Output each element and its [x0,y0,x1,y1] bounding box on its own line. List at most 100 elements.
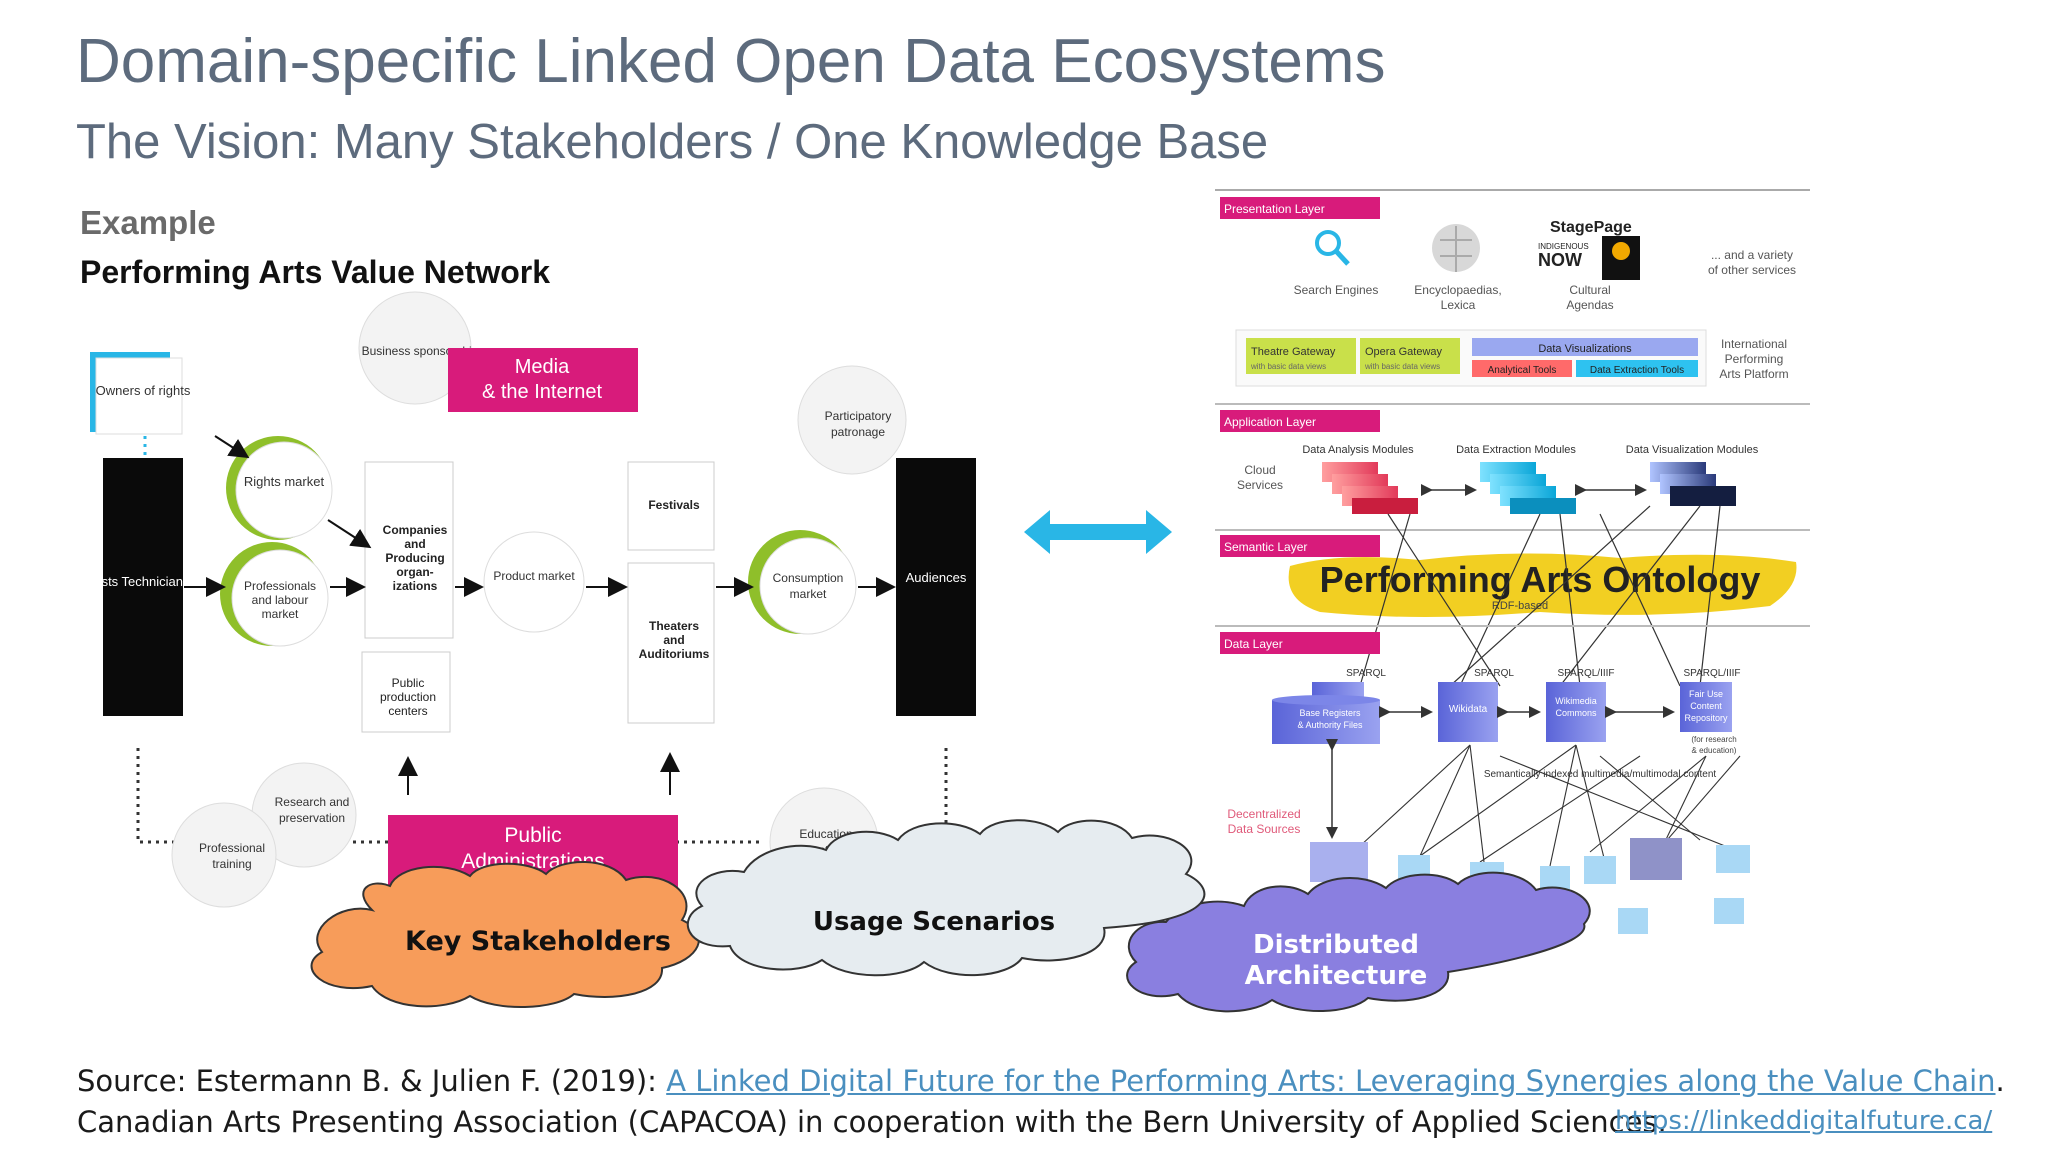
key-stakeholders-cloud[interactable]: Key Stakeholders [310,860,700,1009]
encyclopaedias-label-1: Encyclopaedias, [1414,283,1501,297]
consumption-label-2: market [790,587,827,601]
sparql-iiif-1: SPARQL/IIIF [1557,668,1614,679]
owners-label: Owners of rights [96,383,191,398]
training-label-2: training [212,857,251,871]
visualization-modules-label: Data Visualization Modules [1626,444,1759,456]
rights-label: Rights market [244,474,325,489]
opera-gateway-box[interactable] [1360,338,1460,374]
example-name: Performing Arts Value Network [80,254,551,290]
source-link[interactable]: A Linked Digital Future for the Performi… [666,1064,1996,1098]
professionals-label-1: Professionals [244,579,316,593]
decentral-label-2: Data Sources [1228,822,1301,836]
indexed-label: Semantically indexed multimedia/multimod… [1484,769,1717,780]
artists-bar [103,458,183,716]
fairuse-label-2: Content [1690,701,1722,711]
audiences-label: Audiences [906,570,967,585]
festivals-box [627,461,715,551]
professionals-label-2: and labour [252,593,309,607]
participatory-circle [797,365,907,475]
indigenous-logo: INDIGENOUS [1538,242,1589,251]
sparql-iiif-2: SPARQL/IIIF [1683,668,1740,679]
key-stakeholders-label: Key Stakeholders [405,926,671,957]
rdf-label: RDF-based [1492,600,1548,612]
cultural-label-2: Agendas [1566,298,1613,312]
sparql-2: SPARQL [1474,668,1514,679]
product-circle [483,531,585,633]
source-prefix: Source: Estermann B. & Julien F. (2019): [77,1064,667,1098]
distributed-label-2: Architecture [1245,961,1428,991]
visualization-module-stack [1650,462,1736,506]
data-extraction-tools-box[interactable] [1576,360,1698,377]
public-prod-label-3: centers [388,704,427,718]
festivals-label: Festivals [648,498,700,512]
url-link[interactable]: https://linkeddigitalfuture.ca/ [1615,1106,1993,1136]
companies-label-1: Companies [383,523,448,537]
double-arrow-shape [1024,510,1172,554]
cloud-services-label-2: Services [1237,478,1283,492]
ontology-connectors [1359,505,1721,687]
application-label: Application Layer [1224,415,1316,429]
media-box [448,348,638,412]
opera-gateway-sub: with basic data views [1364,362,1440,371]
participatory-label-1: Participatory [825,409,892,423]
platform-label-3: Arts Platform [1719,367,1788,381]
base-registers-db [1272,682,1380,744]
wikimedia-db [1546,682,1606,742]
distributed-architecture-cloud[interactable]: Distributed Architecture [1126,871,1591,1013]
distributed-architecture-shape [1126,871,1591,1013]
variety-label-1: ... and a variety [1711,248,1793,262]
theatre-gateway-label: Theatre Gateway [1251,346,1336,358]
fairuse-label-3: Repository [1684,713,1728,723]
wikidata-db [1438,682,1498,742]
platform-label-1: International [1721,337,1787,351]
data-vis-label: Data Visualizations [1538,343,1632,355]
sparql-1: SPARQL [1346,668,1386,679]
wikidata-label: Wikidata [1449,704,1488,715]
companies-label-5: izations [393,579,438,593]
fairuse-label-1: Fair Use [1689,689,1723,699]
data-tag [1220,632,1380,654]
analytical-tools-box[interactable] [1472,360,1572,377]
training-circle [171,802,277,908]
artists-label: Artists Technicians ... [82,574,204,589]
professionals-circle [231,549,329,647]
wikimedia-label-2: Commons [1555,708,1597,718]
arrow-rights-companies [327,519,372,549]
wikimedia-label-1: Wikimedia [1555,696,1597,706]
cloud-services-label-1: Cloud [1244,463,1275,477]
public-admin-label-1: Public [504,824,561,847]
base-registers-label-2: & Authority Files [1297,720,1363,730]
source-line: Source: Estermann B. & Julien F. (2019):… [77,1064,2005,1098]
analytical-tools-label: Analytical Tools [1488,365,1557,376]
research-label-1: Research and [275,795,350,809]
analysis-module-stack [1322,462,1418,514]
theatre-gateway-box[interactable] [1246,338,1356,374]
media-label-1: Media [515,356,570,378]
platform-label-2: Performing [1725,352,1784,366]
usage-scenarios-shape [686,819,1206,977]
architecture: Presentation Layer Search Engines Encycl… [1215,189,1810,934]
rights-circle [235,441,333,539]
example-label: Example [80,204,216,241]
semantic-tag [1220,535,1380,557]
extraction-module-stack [1480,462,1576,514]
double-arrow [1024,510,1172,554]
page-subtitle: The Vision: Many Stakeholders / One Know… [76,115,1269,169]
ontology-highlight [1288,553,1797,617]
owners-box [95,357,183,435]
usage-scenarios-cloud[interactable]: Usage Scenarios [686,819,1206,977]
data-layer-label: Data Layer [1224,637,1283,651]
theaters-label-3: Auditoriums [639,647,710,661]
arrow-owners-rights [214,435,250,459]
usage-scenarios-label: Usage Scenarios [813,907,1055,937]
companies-label-3: Producing [385,551,444,565]
research-label-2: preservation [279,811,345,825]
source-connectors [1359,744,1741,867]
data-vis-box[interactable] [1472,338,1698,356]
opera-gateway-label: Opera Gateway [1365,346,1443,358]
application-tag [1220,410,1380,432]
research-note-2: & education) [1692,746,1737,755]
professionals-label-3: market [262,607,299,621]
